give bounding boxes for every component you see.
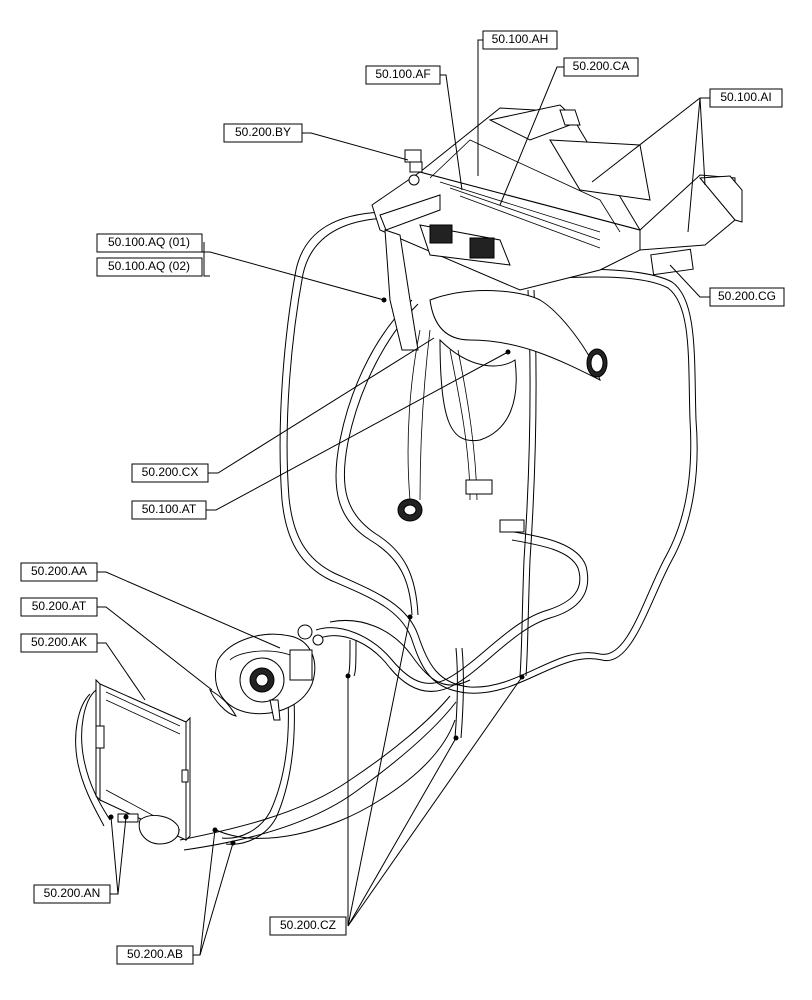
callout-text-50-100-ah: 50.100.AH [492,32,549,46]
callout-text-50-100-ai: 50.100.AI [720,90,771,104]
callout-50-200-cx: 50.200.CX [131,463,209,483]
condenser [75,678,191,845]
callout-text-50-100-af: 50.100.AF [375,67,430,81]
cab-frame-hose [279,211,698,694]
callout-50-200-at: 50.200.AT [20,597,98,617]
callout-text-50-200-ca: 50.200.CA [573,59,630,73]
callout-50-200-ak: 50.200.AK [20,633,98,653]
callout-text-50-200-cz: 50.200.CZ [280,918,336,932]
callout-text-50-200-an: 50.200.AN [44,886,101,900]
callout-50-100-aq-01: 50.100.AQ (01) [96,233,203,253]
cab-inner-hose [335,299,419,616]
callout-50-100-aq-02: 50.100.AQ (02) [96,257,203,277]
callout-50-200-cg: 50.200.CG [709,287,785,307]
air-duct [397,290,608,533]
callout-50-100-ah: 50.100.AH [482,30,558,50]
callout-50-200-cz: 50.200.CZ [269,916,347,936]
parts-artwork [75,104,743,851]
callout-50-200-by: 50.200.BY [223,123,303,143]
callout-text-50-200-ab: 50.200.AB [127,947,183,961]
callout-50-200-an: 50.200.AN [33,884,111,904]
callout-50-200-ab: 50.200.AB [116,945,194,965]
callout-text-50-200-cg: 50.200.CG [718,289,776,303]
callout-text-50-200-cx: 50.200.CX [142,465,199,479]
callout-text-50-100-at: 50.100.AT [142,502,197,516]
hvac-roof-unit [371,104,743,351]
refrigerant-hoses [179,531,589,851]
callout-text-50-200-ak: 50.200.AK [31,635,87,649]
callout-50-200-aa: 50.200.AA [20,562,98,582]
callout-50-100-ai: 50.100.AI [709,88,783,108]
callout-text-50-200-aa: 50.200.AA [31,564,87,578]
leader-lines [97,39,710,956]
callout-50-200-ca: 50.200.CA [563,57,639,77]
callout-text-50-100-aq-01: 50.100.AQ (01) [108,235,190,249]
callout-text-50-200-by: 50.200.BY [235,125,291,139]
callout-text-50-100-aq-02: 50.100.AQ (02) [108,259,190,273]
ac-compressor [209,624,324,721]
condensate-drain-hose [519,289,537,677]
expansion-valve-fitting [404,149,423,186]
callout-50-100-af: 50.100.AF [365,65,441,85]
callout-50-100-at: 50.100.AT [131,500,207,520]
callout-text-50-200-at: 50.200.AT [32,599,87,613]
